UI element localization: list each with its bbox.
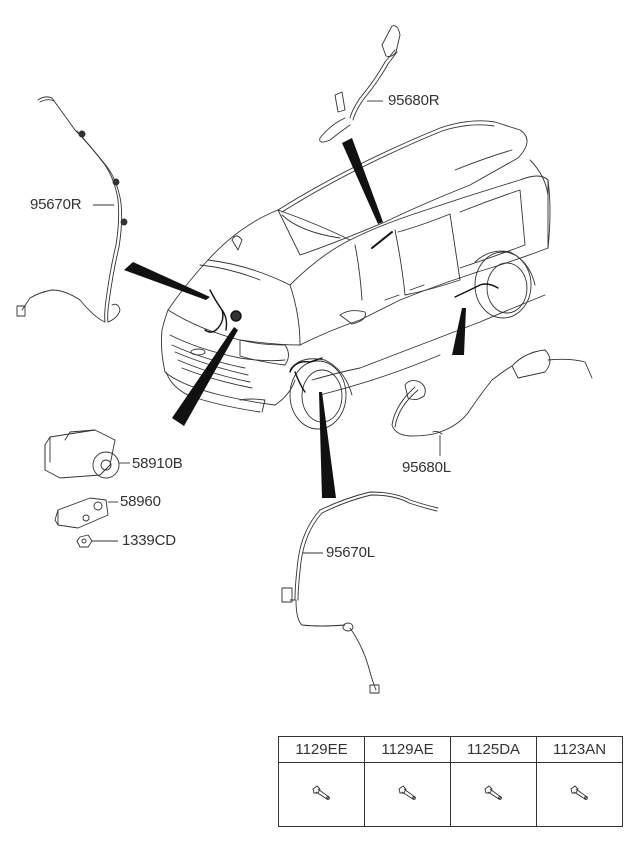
- part-label-58910B: 58910B: [132, 455, 183, 472]
- leader-lines: [92, 100, 441, 554]
- fastener-table: 1129EE 1129AE 1125DA 1123AN: [278, 736, 623, 827]
- part-label-95670R: 95670R: [30, 196, 82, 213]
- part-label-95670L: 95670L: [326, 544, 375, 561]
- part-label-58960: 58960: [120, 493, 161, 510]
- bolt-icon: [569, 784, 588, 800]
- part-95670R-illustration: [16, 96, 128, 323]
- fastener-cell: [450, 762, 537, 827]
- fastener-code: 1125DA: [450, 736, 537, 763]
- fastener-cell: [278, 762, 365, 827]
- part-58960-illustration: [54, 497, 109, 529]
- fastener-cell: [536, 762, 623, 827]
- bolt-icon: [483, 784, 502, 800]
- part-label-95680R: 95680R: [388, 92, 440, 109]
- part-label-1339CD: 1339CD: [122, 532, 176, 549]
- engine-bay-harness: [204, 289, 242, 333]
- part-95680R-illustration: [319, 25, 401, 143]
- part-label-95680L: 95680L: [402, 459, 451, 476]
- callout-wedges: [124, 138, 466, 498]
- part-95680L-illustration: [391, 349, 593, 437]
- fastener-code: 1129EE: [278, 736, 365, 763]
- fastener-code: 1129AE: [364, 736, 451, 763]
- part-1339CD-illustration: [76, 534, 93, 548]
- bolt-icon: [397, 784, 416, 800]
- fastener-cell: [364, 762, 451, 827]
- part-95670L-illustration: [281, 491, 439, 694]
- fastener-code: 1123AN: [536, 736, 623, 763]
- bolt-icon: [311, 784, 330, 800]
- part-58910B-illustration: [44, 429, 120, 479]
